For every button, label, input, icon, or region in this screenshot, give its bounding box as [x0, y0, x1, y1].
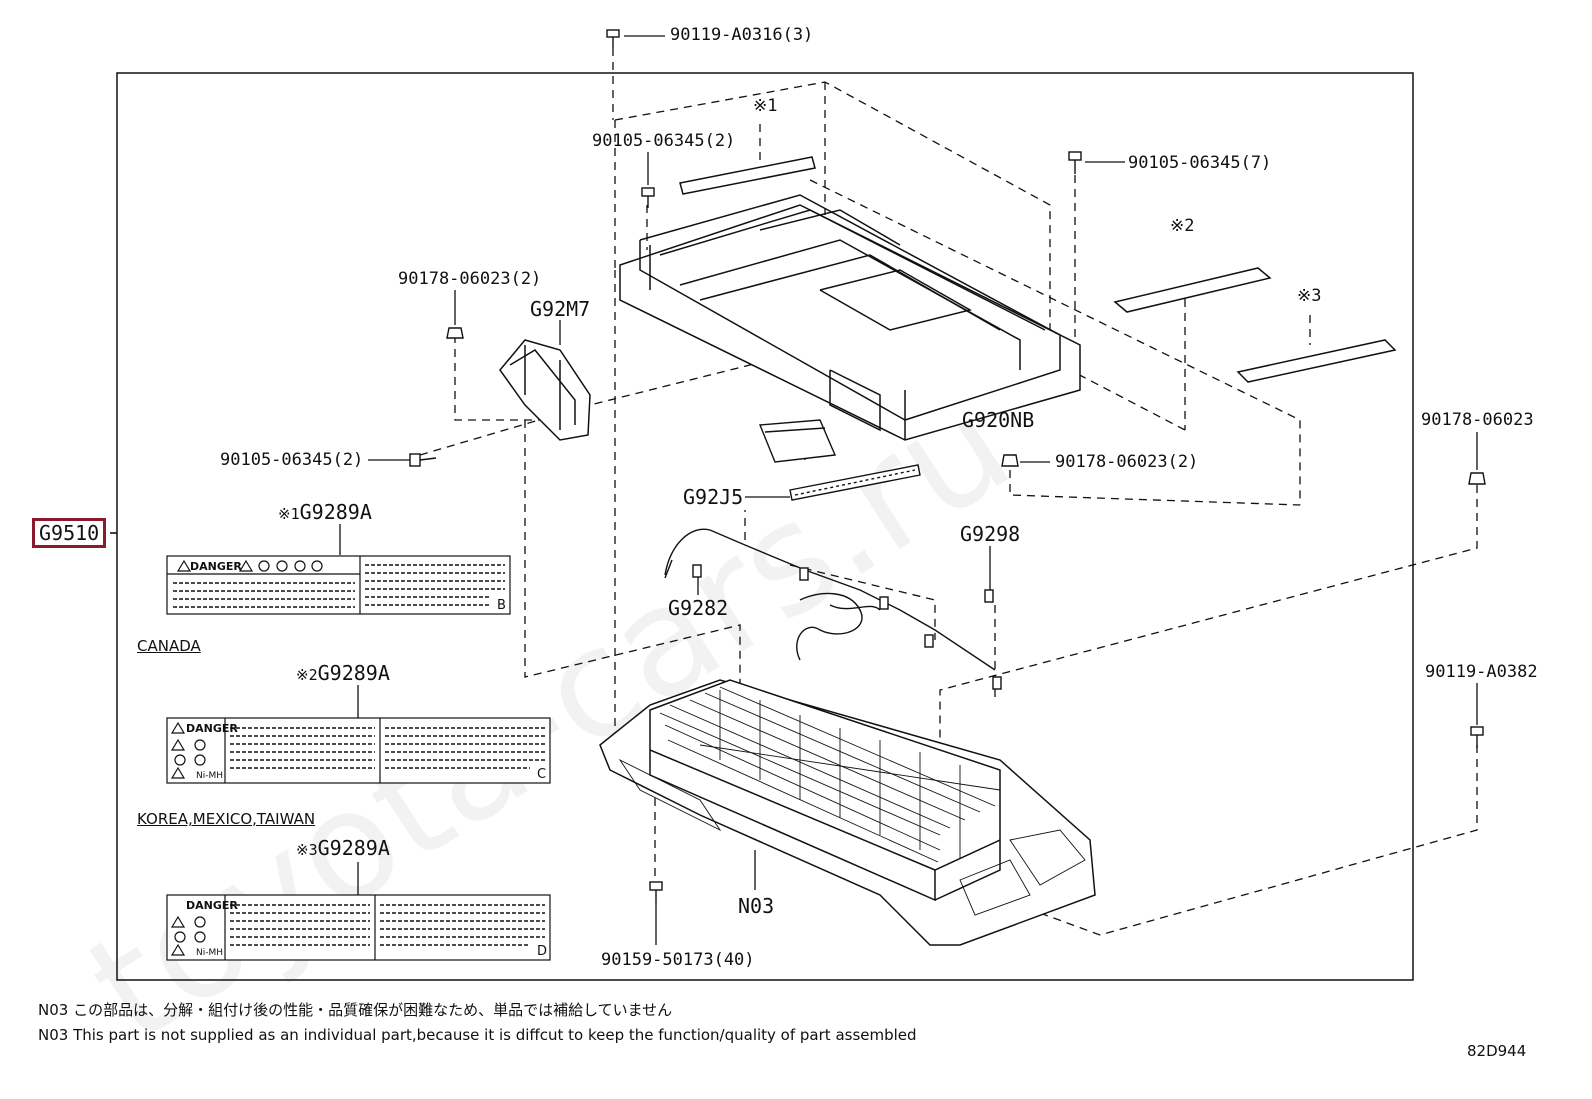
part-g920nb[interactable]: G920NB — [962, 408, 1035, 432]
label-text-placeholder — [173, 564, 545, 946]
danger-text-c: DANGER — [186, 722, 238, 735]
part-g9298[interactable]: G9298 — [960, 522, 1021, 546]
bolt-90105-7 — [1068, 151, 1082, 174]
strip-mark-1: ※1 — [753, 96, 778, 116]
bolt-90119-a0316 — [606, 29, 620, 48]
bolt-90105-left — [409, 453, 437, 467]
nut-90178-right — [1468, 472, 1486, 485]
label-mark: ※3 — [296, 841, 318, 859]
label-heading-2[interactable]: ※2G9289A — [296, 663, 390, 683]
label-code: G9289A — [299, 500, 372, 524]
bolt-90119-a0382 — [1470, 726, 1484, 748]
part-n03[interactable]: N03 — [738, 894, 775, 918]
wire-harness — [664, 528, 1002, 690]
part-90105-06345-7[interactable]: 90105-06345(7) — [1128, 153, 1272, 173]
bolt-90105-top — [641, 187, 655, 208]
danger-text-d: DANGER — [186, 899, 238, 912]
label-code: G9289A — [317, 836, 390, 860]
bus-bar-g92j5 — [758, 419, 921, 501]
strip-mark-3: ※3 — [1297, 286, 1322, 306]
label-strip-3 — [1236, 339, 1397, 383]
battery-cover-g920nb — [619, 194, 1081, 441]
part-90119-a0316[interactable]: 90119-A0316(3) — [670, 25, 814, 45]
label-code: G9289A — [317, 661, 390, 685]
battery-assembly-n03 — [599, 679, 1096, 946]
label-corner-d: D — [537, 944, 548, 959]
region-canada: CANADA — [137, 637, 201, 655]
group-code-highlight[interactable]: G9510 — [32, 518, 107, 548]
part-90119-a0382[interactable]: 90119-A0382 — [1425, 662, 1538, 682]
label-strip-1 — [679, 156, 816, 195]
label-corner-b: B — [497, 598, 506, 613]
nimh-text-d: Ni-MH — [196, 948, 224, 958]
danger-text-b: DANGER — [190, 560, 242, 573]
label-mark: ※2 — [296, 666, 318, 684]
caution-labels — [166, 555, 551, 961]
strip-mark-2: ※2 — [1170, 216, 1195, 236]
region-korea-mexico-taiwan: KOREA,MEXICO,TAIWAN — [137, 810, 316, 828]
nut-90178-mid — [1001, 454, 1019, 467]
battery-cells — [618, 686, 1086, 916]
part-g92m7[interactable]: G92M7 — [530, 297, 591, 321]
footnote-jp: N03 この部品は、分解・組付け後の性能・品質確保が困難なため、単品では補給して… — [38, 1001, 673, 1019]
label-corner-c: C — [537, 767, 547, 782]
bolt-90159-50173 — [649, 881, 663, 905]
illustration-ref-code: 82D944 — [1467, 1042, 1527, 1060]
part-90178-06023-mid[interactable]: 90178-06023(2) — [1055, 452, 1199, 472]
label-mark: ※1 — [278, 505, 300, 523]
part-90105-06345-left[interactable]: 90105-06345(2) — [220, 450, 364, 470]
part-g9282[interactable]: G9282 — [668, 596, 729, 620]
warning-symbols — [170, 559, 323, 956]
footnote-en: N03 This part is not supplied as an indi… — [38, 1026, 917, 1044]
part-90105-06345-top[interactable]: 90105-06345(2) — [592, 131, 736, 151]
part-90178-06023-right[interactable]: 90178-06023 — [1421, 410, 1534, 430]
bracket-g92m7 — [499, 339, 591, 441]
label-strip-2 — [1113, 267, 1272, 313]
label-heading-1[interactable]: ※1G9289A — [278, 502, 372, 522]
nimh-text-c: Ni-MH — [196, 771, 224, 781]
diagram-frame — [116, 72, 1414, 981]
label-heading-3[interactable]: ※3G9289A — [296, 838, 390, 858]
caution-label-c — [166, 717, 551, 784]
part-90178-06023-left[interactable]: 90178-06023(2) — [398, 269, 542, 289]
caution-label-d — [166, 894, 551, 961]
part-g92j5[interactable]: G92J5 — [683, 485, 744, 509]
nut-90178-left — [446, 327, 464, 339]
part-90159-50173[interactable]: 90159-50173(40) — [601, 950, 755, 970]
